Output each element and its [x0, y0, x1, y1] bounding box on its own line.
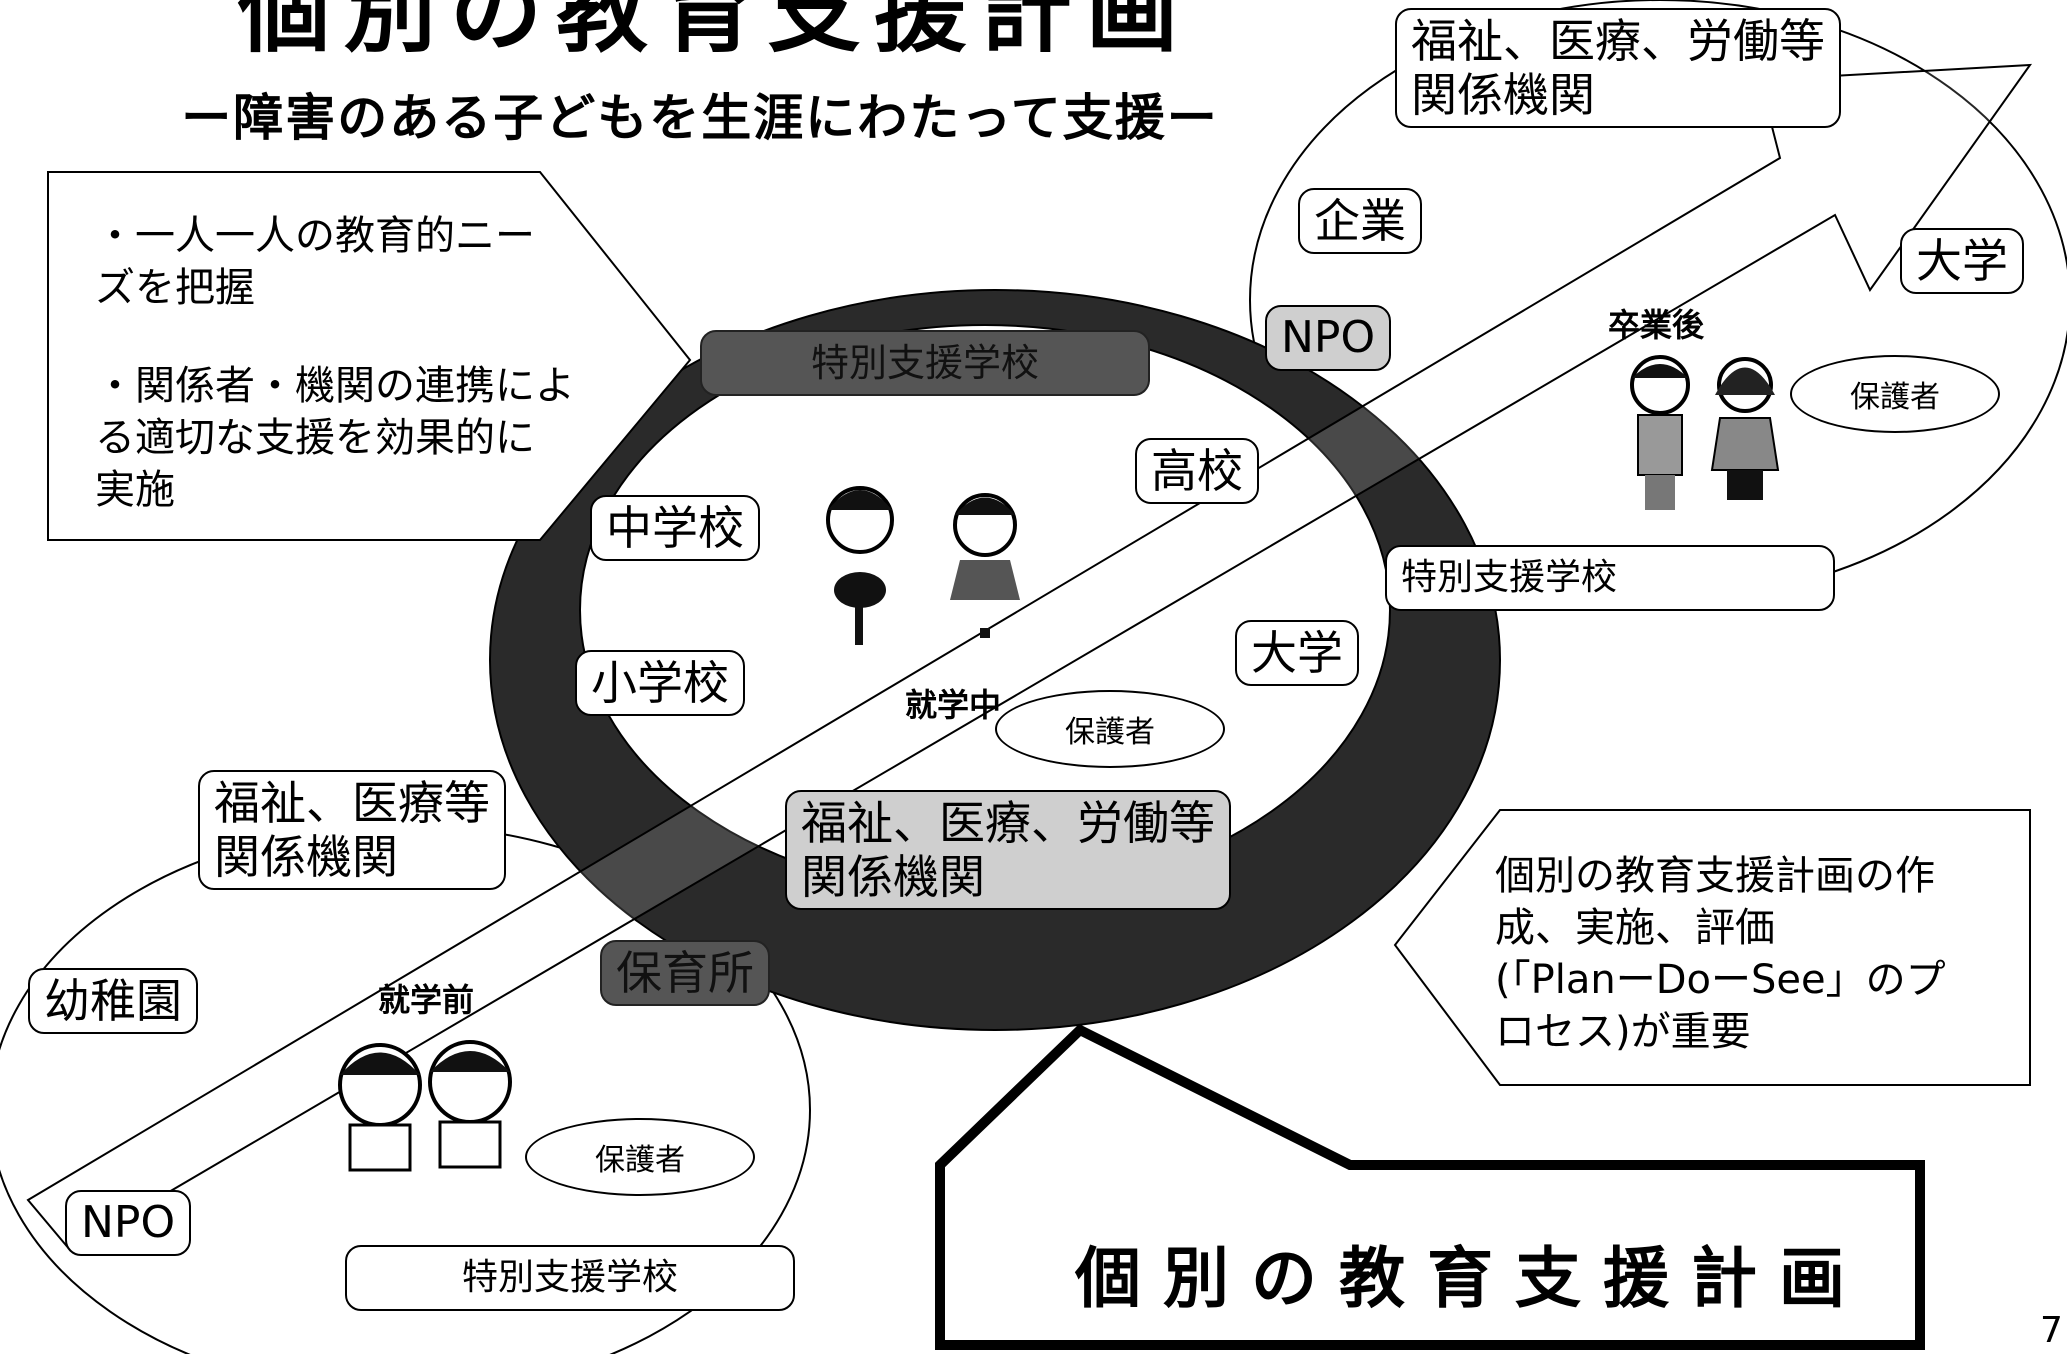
in-welfare-box: 福祉、医療、労働等 関係機関: [785, 790, 1231, 910]
before-npo-box: NPO: [65, 1190, 192, 1256]
before-guardian-oval: 保護者: [525, 1118, 755, 1196]
after-welfare-box: 福祉、医療、労働等 関係機関: [1395, 8, 1841, 128]
phase-after-label: 卒業後: [1608, 306, 1705, 344]
after-company-box: 企業: [1298, 188, 1422, 254]
callout-label: 個別の教育支援計画: [1075, 1240, 1867, 1317]
young-children-icon: [338, 1040, 512, 1172]
after-university-box: 大学: [1900, 228, 2024, 294]
child-figure-icon: [950, 493, 1020, 638]
callout-shape: [935, 1023, 1925, 1350]
in-university-box: 大学: [1235, 620, 1359, 686]
page-number: 7: [2040, 1310, 2063, 1351]
before-special-school-box: 特別支援学校: [345, 1245, 795, 1311]
after-special-school-box: 特別支援学校: [1385, 545, 1835, 611]
right-note-process: 個別の教育支援計画の作 成、実施、評価 (「PlanーDoーSee」のプ ロセス…: [1495, 853, 1946, 1055]
before-welfare-box: 福祉、医療等 関係機関: [198, 770, 506, 890]
page-title: 個別の教育支援計画: [237, 0, 1192, 65]
left-note-collaboration: ・関係者・機関の連携によ る適切な支援を効果的に 実施: [95, 363, 575, 513]
phase-before-label: 就学前: [378, 981, 475, 1019]
before-nursery-box: 保育所: [600, 940, 770, 1006]
left-note-needs: ・一人一人の教育的ニー ズを把握: [95, 213, 535, 311]
in-junior-high-box: 中学校: [590, 495, 760, 561]
in-special-school-box: 特別支援学校: [700, 330, 1150, 396]
in-elementary-box: 小学校: [575, 650, 745, 716]
in-high-school-box: 高校: [1135, 438, 1259, 504]
after-npo-box: NPO: [1265, 305, 1392, 371]
after-guardian-oval: 保護者: [1790, 355, 2000, 433]
phase-during-label: 就学中: [905, 686, 1002, 724]
adult-figure-icon: [1710, 357, 1780, 500]
page-subtitle: ー障害のある子どもを生涯にわたって支援ー: [181, 89, 1219, 147]
adult-figure-icon: [1630, 355, 1690, 510]
right-note-shape: [1393, 809, 2031, 1086]
child-figure-icon: [826, 486, 894, 645]
left-note-shape: [47, 171, 692, 541]
before-kindergarten-box: 幼稚園: [28, 968, 198, 1034]
during-guardian-oval: 保護者: [995, 690, 1225, 768]
